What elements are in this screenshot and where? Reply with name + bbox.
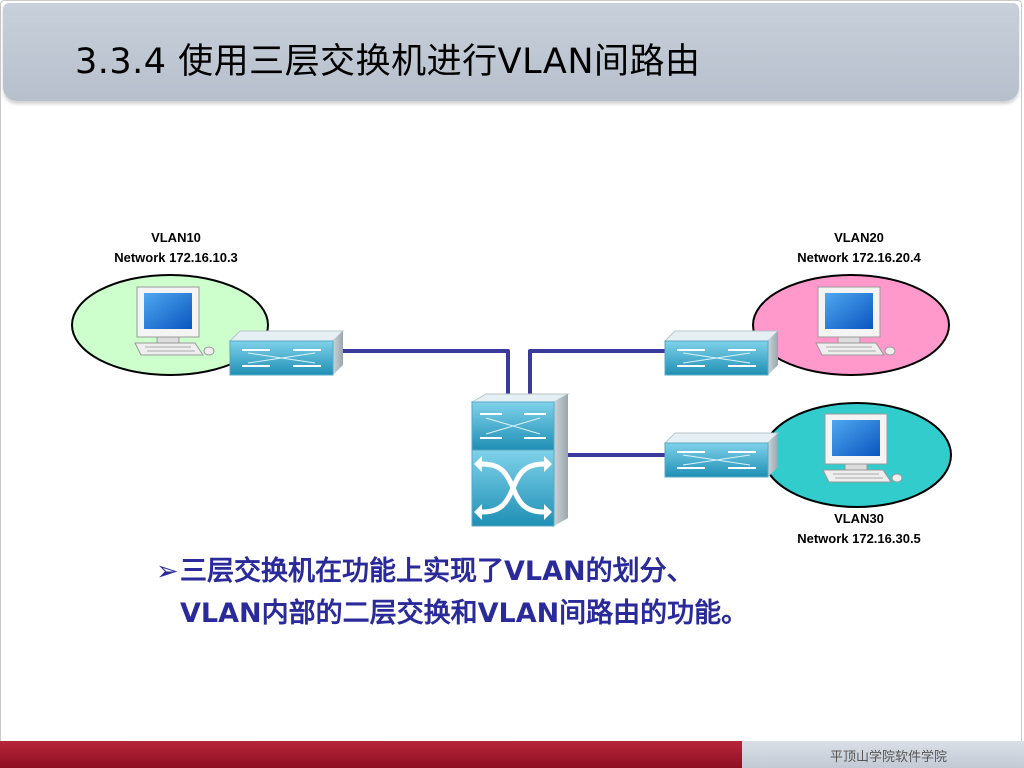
footer-red-bar xyxy=(0,741,742,768)
pc-vlan10 xyxy=(134,286,215,356)
slide-title: 3.3.4 使用三层交换机进行VLAN间路由 xyxy=(75,42,701,82)
vlan20-name: VLAN20 xyxy=(834,230,884,245)
bullet-line-1: ➢三层交换机在功能上实现了VLAN的划分、 xyxy=(156,551,956,593)
link-vlan10 xyxy=(343,349,510,395)
vlan20-label: VLAN20 Network 172.16.20.4 xyxy=(769,228,949,268)
title-bar: 3.3.4 使用三层交换机进行VLAN间路由 xyxy=(3,3,1019,101)
bullet-text-1: 三层交换机在功能上实现了VLAN的划分、 xyxy=(180,556,694,587)
pc-vlan20 xyxy=(815,286,896,356)
vlan30-network: Network 172.16.30.5 xyxy=(797,531,921,546)
bullet-line-2: VLAN内部的二层交换和VLAN间路由的功能。 xyxy=(180,598,749,629)
bullet-arrow-icon: ➢ xyxy=(156,556,179,587)
bullet-block: ➢三层交换机在功能上实现了VLAN的划分、 VLAN内部的二层交换和VLAN间路… xyxy=(156,551,956,635)
vlan30-label: VLAN30 Network 172.16.30.5 xyxy=(769,509,949,549)
vlan10-name: VLAN10 xyxy=(151,230,201,245)
network-links xyxy=(343,349,665,457)
footer-gray-bar xyxy=(742,741,1024,768)
vlan20-network: Network 172.16.20.4 xyxy=(797,250,921,265)
access-switch-vlan10 xyxy=(228,330,345,376)
link-vlan20 xyxy=(528,349,665,395)
vlan10-label: VLAN10 Network 172.16.10.3 xyxy=(86,228,266,268)
footer-text: 平顶山学院软件学院 xyxy=(830,750,948,765)
access-switch-vlan20 xyxy=(663,330,780,376)
access-switch-vlan30 xyxy=(663,432,780,478)
pc-vlan30 xyxy=(822,413,903,483)
vlan30-name: VLAN30 xyxy=(834,511,884,526)
layer3-switch xyxy=(470,393,570,527)
vlan10-network: Network 172.16.10.3 xyxy=(114,250,238,265)
